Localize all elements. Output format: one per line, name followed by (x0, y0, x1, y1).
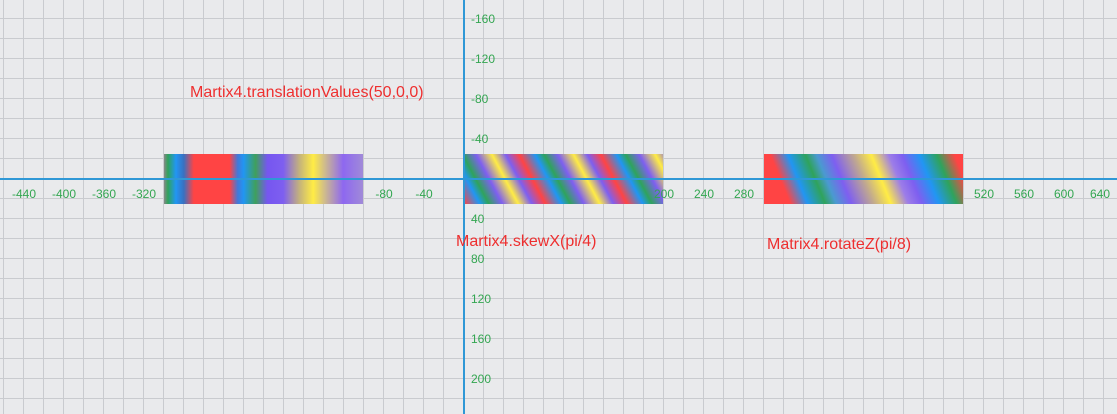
x-tick-label: -40 (415, 187, 433, 201)
x-tick-label: -320 (131, 187, 157, 201)
x-tick-label: 200 (653, 187, 675, 201)
x-tick-label: 600 (1053, 187, 1075, 201)
x-tick-label: -80 (375, 187, 393, 201)
y-tick-label: 160 (471, 332, 492, 346)
x-tick-label: -360 (91, 187, 117, 201)
x-tick-label: 640 (1089, 187, 1111, 201)
y-tick-label: -40 (471, 132, 489, 146)
y-tick-label: 200 (471, 372, 492, 386)
x-tick-label: 280 (733, 187, 755, 201)
y-tick-label: 120 (471, 292, 492, 306)
x-tick-label: 560 (1013, 187, 1035, 201)
x-axis-line (0, 178, 1117, 180)
x-tick-label: -400 (51, 187, 77, 201)
translation-caption: Martix4.translationValues(50,0,0) (190, 84, 424, 101)
y-axis-line (463, 0, 465, 414)
y-tick-label: 80 (471, 252, 485, 266)
skew-caption: Martix4.skewX(pi/4) (456, 233, 597, 250)
rotate-caption: Matrix4.rotateZ(pi/8) (767, 236, 912, 253)
x-tick-label: 520 (973, 187, 995, 201)
x-tick-label: 240 (693, 187, 715, 201)
y-tick-label: -120 (471, 52, 496, 66)
y-tick-label: 40 (471, 212, 485, 226)
x-tick-label: -440 (11, 187, 37, 201)
y-tick-label: -80 (471, 92, 489, 106)
y-tick-label: -160 (471, 12, 496, 26)
